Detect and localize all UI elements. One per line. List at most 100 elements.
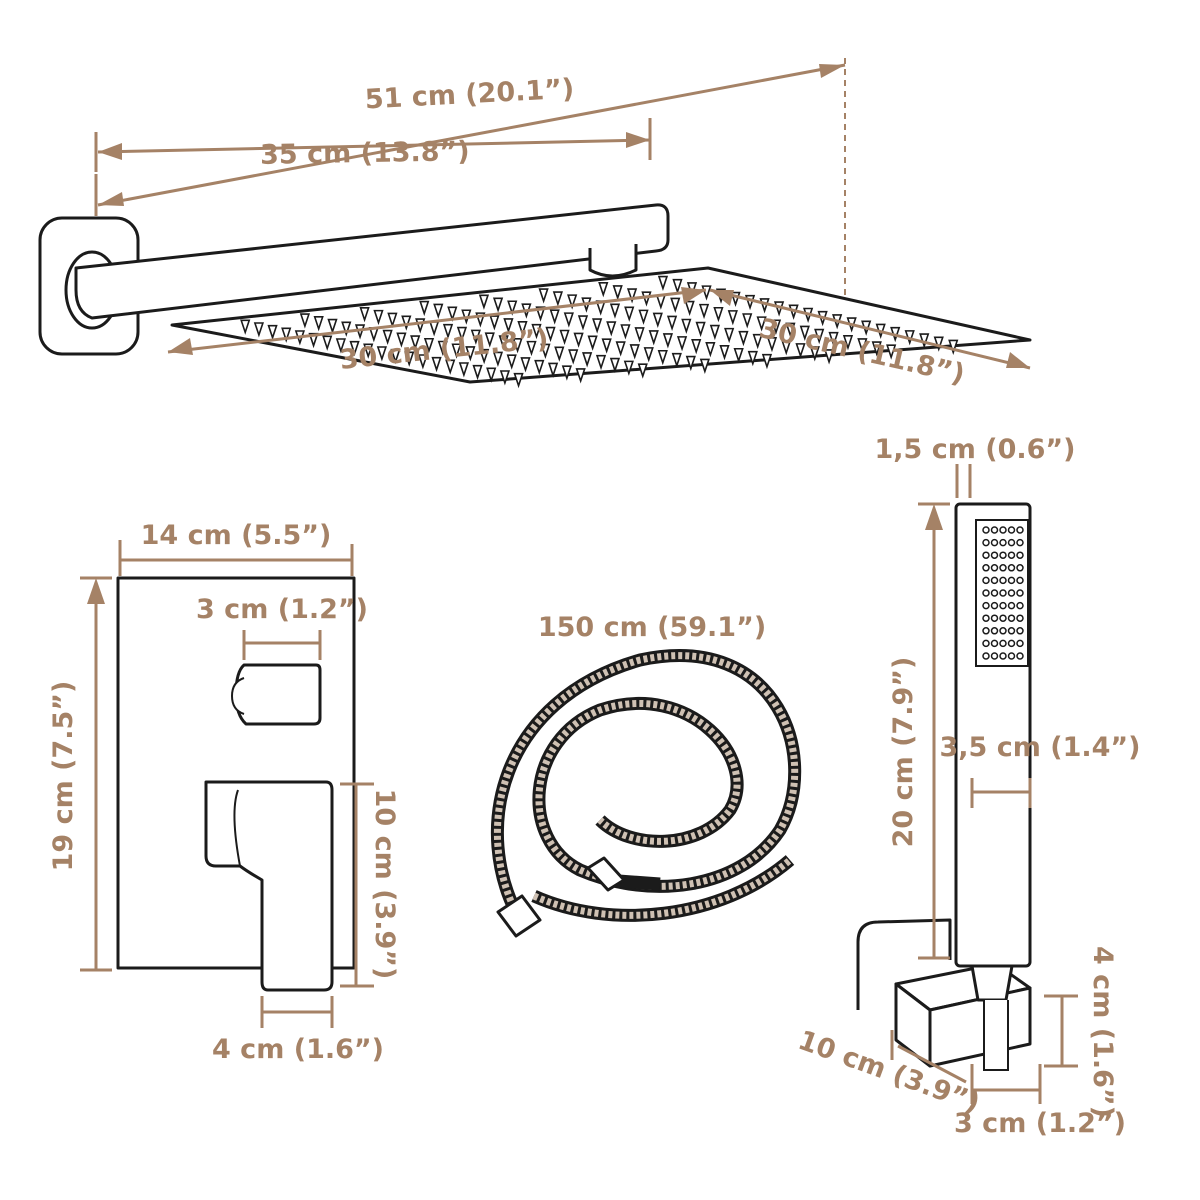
hand-nozzle <box>990 639 999 648</box>
hand-nozzle <box>1007 627 1016 635</box>
nozzle <box>814 328 825 345</box>
hose-nut <box>983 1000 1009 1071</box>
nozzle <box>540 343 551 359</box>
hand-nozzle <box>1007 538 1016 547</box>
knob-width-label: 3 cm (1.2”) <box>196 594 368 625</box>
nozzle <box>672 278 683 295</box>
nozzle <box>472 364 483 381</box>
nozzle <box>601 338 612 354</box>
nozzle <box>322 335 333 351</box>
nozzle <box>470 329 481 345</box>
nozzle <box>419 300 430 317</box>
shower-hose: 150 cm (59.1”) <box>490 612 802 938</box>
hand-nozzle <box>990 564 999 572</box>
nozzle <box>507 300 518 316</box>
diverter-knob-cap <box>230 677 245 715</box>
nozzle <box>695 321 706 338</box>
hand-nozzle <box>1016 564 1024 572</box>
nozzle <box>629 344 640 360</box>
plate-height-label: 19 cm (7.5”) <box>48 681 79 872</box>
nozzle <box>253 322 264 338</box>
nozzle <box>684 300 695 317</box>
hand-nozzle <box>982 639 990 648</box>
nozzle <box>698 303 710 320</box>
nozzle <box>512 338 523 354</box>
nozzle <box>498 335 509 351</box>
arm-connector <box>588 244 638 278</box>
nozzle <box>871 341 882 357</box>
hand-nozzle <box>1016 601 1024 610</box>
overall-length-label: 51 cm (20.1”) <box>364 74 575 116</box>
hand-nozzle <box>1016 576 1024 585</box>
nozzle <box>327 318 338 335</box>
hand-nozzle <box>1016 627 1024 635</box>
nozzle <box>520 357 531 373</box>
hand-width-label: 3,5 cm (1.4”) <box>939 732 1140 763</box>
nozzle <box>691 339 702 355</box>
nozzle <box>359 307 370 323</box>
nozzle <box>423 337 435 354</box>
nozzle <box>752 333 763 350</box>
nozzle <box>886 344 897 360</box>
hand-nozzle <box>999 551 1007 559</box>
nozzle <box>568 349 579 365</box>
nozzle <box>662 333 674 349</box>
nozzle <box>373 309 384 326</box>
nozzle <box>612 285 623 301</box>
hand-nozzle <box>999 627 1007 635</box>
nozzle <box>799 325 810 342</box>
nozzle <box>458 362 469 378</box>
nozzle <box>809 346 820 362</box>
hand-nozzle <box>982 551 990 559</box>
nozzle <box>437 340 448 357</box>
nozzle <box>538 288 549 304</box>
nozzle <box>681 318 692 335</box>
nozzle <box>948 339 959 355</box>
nozzle <box>761 353 773 370</box>
nozzle <box>727 310 738 326</box>
nozzle <box>573 332 584 348</box>
nozzle <box>795 343 806 359</box>
nozzle <box>823 349 835 365</box>
hand-nozzle <box>982 564 990 572</box>
nozzle <box>431 356 442 373</box>
nozzle <box>363 343 374 359</box>
nozzle <box>451 343 462 359</box>
nozzle <box>447 306 458 322</box>
nozzle <box>486 367 497 383</box>
hand-shower-connector <box>970 964 1014 1002</box>
nozzle <box>382 329 393 346</box>
hand-nozzle <box>1007 601 1016 610</box>
hand-nozzle <box>1007 614 1016 622</box>
nozzle <box>445 359 456 375</box>
nozzle <box>747 350 758 367</box>
nozzle <box>638 309 649 325</box>
hand-nozzle <box>990 614 999 622</box>
hand-nozzle <box>999 589 1007 597</box>
nozzle <box>267 324 278 341</box>
arm-length-label: 35 cm (13.8”) <box>260 136 470 171</box>
holder-height-label: 4 cm (1.6”) <box>1087 946 1118 1118</box>
nozzle <box>478 294 490 310</box>
hand-nozzle <box>999 652 1007 660</box>
nozzle <box>620 324 631 340</box>
arm-dimensions: 51 cm (20.1”) 35 cm (13.8”) <box>94 58 846 300</box>
nozzle <box>685 355 696 372</box>
nozzle <box>577 315 589 331</box>
mixer-lever-edge <box>233 789 241 867</box>
nozzle <box>733 347 744 364</box>
hand-nozzle <box>982 627 990 635</box>
nozzle <box>313 316 324 332</box>
shower-arm <box>74 203 670 320</box>
nozzle <box>396 332 407 348</box>
hand-nozzle <box>990 526 999 534</box>
nozzle <box>933 336 944 352</box>
hand-nozzle <box>990 652 999 660</box>
hand-nozzle <box>1007 551 1016 559</box>
nozzle <box>549 309 560 325</box>
nozzle <box>828 331 839 348</box>
nozzle <box>575 368 586 384</box>
nozzle <box>595 354 607 371</box>
nozzle <box>534 359 545 376</box>
